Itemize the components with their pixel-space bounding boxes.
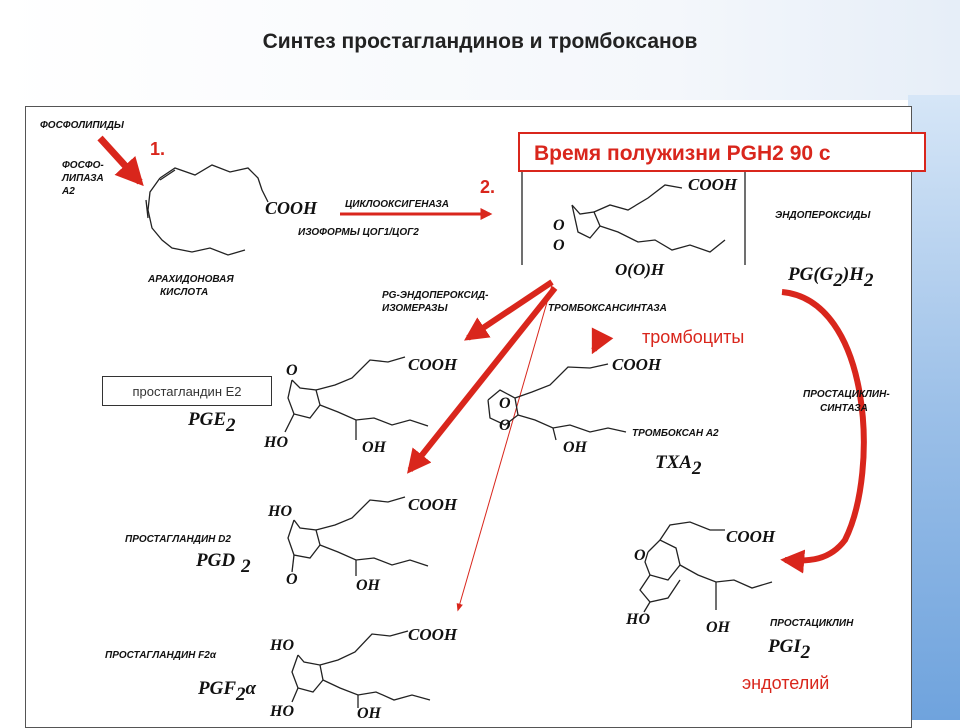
- txa2-o-top: O: [499, 395, 511, 412]
- pgd2-structure: [287, 496, 429, 576]
- label-thromboxane-synthase: ТРОМБОКСАНСИНТАЗА: [548, 303, 667, 314]
- label-endoperoxides: ЭНДОПЕРОКСИДЫ: [775, 210, 871, 221]
- label-endothelium: эндотелий: [742, 673, 830, 693]
- txa2-oh: OH: [563, 439, 588, 456]
- pgh2-o-bottom: O: [553, 237, 565, 254]
- label-prostacyclin: ПРОСТАЦИКЛИН: [770, 618, 854, 629]
- label-platelets: тромбоциты: [642, 327, 745, 347]
- arachidonic-cooh: COOH: [265, 198, 318, 218]
- pgh2-structure: [521, 172, 746, 265]
- arrow-to-txa2: [591, 327, 614, 355]
- pge2-ho: HO: [263, 434, 288, 451]
- label-phospholipase-1: ФОСФО-: [62, 160, 104, 171]
- txa2-cooh: COOH: [612, 355, 662, 374]
- pgf2a-oh: OH: [357, 705, 382, 720]
- pgf2a-ho-top: HO: [269, 637, 294, 654]
- pgh2-ooh: O(O)H: [615, 260, 665, 279]
- label-phospholipase-2: ЛИПАЗА: [61, 173, 104, 184]
- diagram-panel: [25, 106, 912, 728]
- label-cyclooxygenase: ЦИКЛООКСИГЕНАЗА: [345, 199, 449, 210]
- step-2-marker: 2.: [480, 177, 495, 197]
- pgh2-formula: PG(G2)H2: [787, 264, 874, 291]
- pgi2-oh: OH: [706, 619, 731, 636]
- label-prostacyclin-synthase-1: ПРОСТАЦИКЛИН-: [803, 389, 890, 400]
- pgd2-ho: HO: [267, 503, 292, 520]
- txa2-o-bottom: O: [499, 417, 511, 434]
- label-prostacyclin-synthase-2: СИНТАЗА: [820, 403, 868, 414]
- pgf2a-ho-bottom: HO: [269, 703, 294, 720]
- txa2-structure: [487, 363, 627, 441]
- label-phospholipids: ФОСФОЛИПИДЫ: [40, 120, 125, 131]
- slide-title: Синтез простагландинов и тромбоксанов: [262, 30, 698, 53]
- pgi2-o: O: [634, 547, 646, 564]
- pgd2-cooh: COOH: [408, 495, 458, 514]
- arrow-to-pgf2a: [456, 284, 553, 612]
- pgi2-cooh: COOH: [726, 527, 776, 546]
- label-prostaglandin-f2a: ПРОСТАГЛАНДИН F2α: [105, 650, 217, 661]
- pgf2a-cooh: COOH: [408, 625, 458, 644]
- pge2-structure: [284, 356, 429, 440]
- label-isomerases-1: PG-ЭНДОПЕРОКСИД-: [382, 290, 489, 301]
- arrow-phospholipase: [97, 135, 144, 187]
- pgh2-cooh: COOH: [688, 175, 738, 194]
- label-phospholipase-3: А2: [61, 186, 75, 197]
- label-isomerases-2: ИЗОМЕРАЗЫ: [382, 303, 448, 314]
- pgd2-o: O: [286, 571, 298, 588]
- label-arachidonic-1: АРАХИДОНОВАЯ: [147, 274, 234, 285]
- half-life-box: Время полужизни PGH2 90 с: [518, 132, 926, 172]
- label-prostaglandin-d2: ПРОСТАГЛАНДИН D2: [125, 534, 231, 545]
- pge2-formula: PGE2: [187, 409, 236, 436]
- arrow-to-pge2: [464, 279, 554, 341]
- arrow-to-pgi2: [780, 289, 867, 574]
- pge2-o: O: [286, 362, 298, 379]
- label-isoforms: ИЗОФОРМЫ ЦОГ1/ЦОГ2: [298, 227, 419, 238]
- pgf2a-formula: PGF2α: [197, 678, 257, 705]
- background-top: [0, 0, 960, 100]
- pgh2-o-top: O: [553, 217, 565, 234]
- pge2-oh: OH: [362, 439, 387, 456]
- background-right-stripe: [908, 95, 960, 720]
- label-thromboxane-a2: ТРОМБОКСАН А2: [632, 428, 719, 439]
- pge2-cooh: COOH: [408, 355, 458, 374]
- arrow-to-pgd2: [407, 286, 558, 474]
- txa2-formula: TXA2: [655, 452, 702, 479]
- pgd2-oh: OH: [356, 577, 381, 594]
- pgi2-structure: [639, 521, 773, 613]
- prostaglandin-e2-box: простагландин Е2: [102, 376, 272, 406]
- pgf2a-structure: [291, 630, 431, 708]
- pgi2-ho: HO: [625, 611, 650, 628]
- arachidonic-acid-structure: [145, 164, 269, 256]
- step-1-marker: 1.: [150, 139, 165, 159]
- label-arachidonic-2: КИСЛОТА: [160, 287, 208, 298]
- pgi2-formula: PGI2: [767, 636, 811, 663]
